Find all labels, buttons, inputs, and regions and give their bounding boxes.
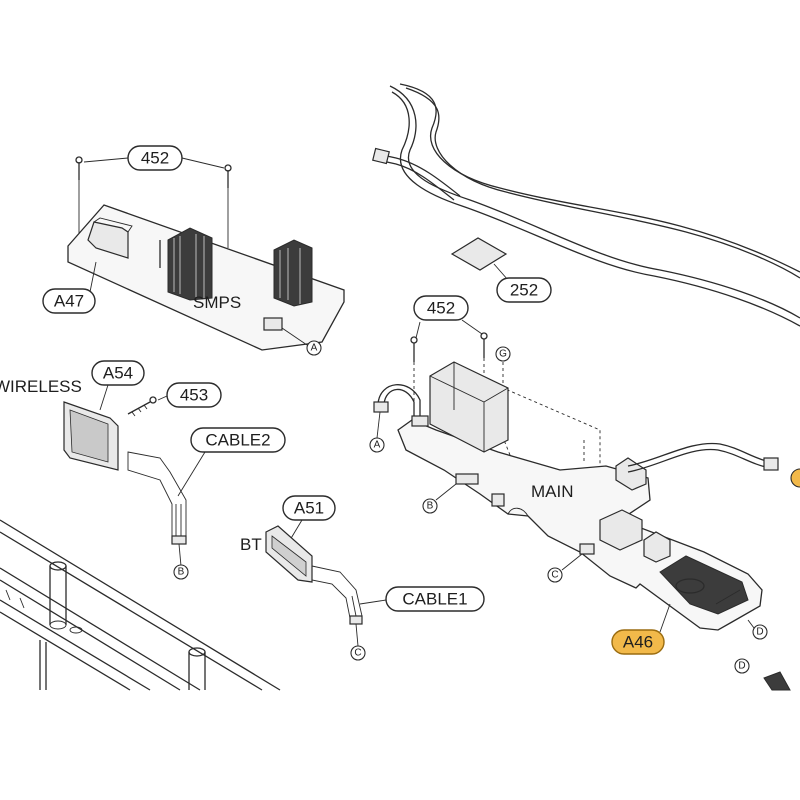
leader-line [355, 623, 359, 647]
frame-post [188, 647, 206, 690]
leader-line [659, 603, 671, 633]
external-plug [763, 671, 791, 691]
leader-line [461, 319, 483, 335]
callout-a54-text: A54 [103, 364, 133, 383]
pad-252: 252 [450, 237, 552, 303]
heatsink-left [167, 227, 213, 301]
connector-main-d1-marker [752, 624, 768, 640]
callout-453-text: 453 [180, 386, 208, 405]
leader-line [89, 261, 97, 293]
callout-452-smps-text: 452 [141, 149, 169, 168]
callout-cable1-text: CABLE1 [402, 590, 467, 609]
leader-line [99, 384, 109, 411]
cable1-plug [349, 615, 363, 625]
offscreen-marker [790, 468, 800, 488]
main-connector-b [455, 473, 479, 485]
main-chip-small [643, 531, 671, 563]
connector-a-marker [306, 340, 322, 356]
main-connector-c [579, 543, 595, 555]
wireless-label: WIRELESS [0, 377, 82, 396]
leader-line [493, 263, 509, 281]
bt-label: BT [240, 535, 262, 554]
leader-line [376, 411, 381, 439]
leader-line [281, 327, 308, 346]
screw-icon [127, 396, 157, 417]
main-label: MAIN [531, 482, 574, 501]
main-assembly: 452 G A B C [369, 295, 800, 691]
connector-main-b-marker [422, 498, 438, 514]
bt-assembly: A51 BT CABLE1 C [240, 495, 485, 661]
leader-line [435, 483, 457, 501]
connector-main-a-text: A [374, 440, 381, 451]
smps-assembly: 452 A47 SMPS A [42, 145, 345, 356]
screw-icon [480, 332, 488, 358]
wire-harness [372, 83, 800, 327]
smps-label: SMPS [193, 293, 241, 312]
connector-main-d2-marker [734, 658, 750, 674]
main-module-hole [675, 578, 705, 594]
frame-hole [69, 626, 83, 634]
connector-main-b-text: B [427, 501, 434, 512]
connector-main-c-marker [547, 567, 563, 583]
callout-cable2 [190, 427, 286, 453]
connector-b-text: B [178, 567, 185, 578]
main-cable-plug-a [373, 401, 389, 413]
main-connector-top [615, 457, 647, 491]
connector-main-c-text: C [551, 570, 558, 581]
smps-connector [263, 317, 283, 331]
callout-452-smps [127, 145, 183, 171]
connector-main-d2-text: D [738, 661, 745, 672]
callout-453 [166, 382, 222, 408]
connector-c-marker [350, 645, 366, 661]
callout-a47 [42, 288, 96, 314]
wire-terminal [372, 147, 390, 165]
connector-g-text: G [499, 349, 507, 360]
main-small-component [491, 493, 505, 507]
leader-line [415, 321, 421, 339]
leader-line [289, 519, 303, 541]
leader-line [561, 553, 583, 571]
callout-252-text: 252 [510, 281, 538, 300]
connector-main-a-marker [369, 437, 385, 453]
connector-c-text: C [354, 648, 361, 659]
callout-cable2-text: CABLE2 [205, 431, 270, 450]
callout-452-main-text: 452 [427, 299, 455, 318]
cable2-ribbon [127, 451, 187, 537]
connector-b-marker [173, 564, 189, 580]
chassis-frame [0, 519, 281, 691]
connector-main-d1-text: D [756, 627, 763, 638]
cable2-plug [171, 535, 187, 545]
callout-a47-text: A47 [54, 292, 84, 311]
screw-icon [224, 164, 232, 188]
leader-line [181, 157, 225, 169]
main-chip [599, 509, 643, 551]
connector-g-marker [495, 346, 511, 362]
callout-452-main [413, 295, 469, 321]
callout-a46 [611, 629, 665, 655]
leader-line [359, 599, 387, 605]
connector-a-text: A [311, 343, 318, 354]
wireless-assembly: WIRELESS A54 453 CABLE2 B [0, 360, 286, 580]
callout-a46-text: A46 [623, 633, 653, 652]
leader-line [177, 451, 206, 497]
callout-a51 [282, 495, 336, 521]
callout-a54 [91, 360, 145, 386]
callout-252 [496, 277, 552, 303]
leader-line [747, 619, 755, 629]
callout-a51-text: A51 [294, 499, 324, 518]
leader-line [83, 157, 129, 163]
callout-cable1 [385, 586, 485, 612]
screw-icon [410, 336, 418, 362]
leader-line [178, 543, 182, 567]
frame-post [49, 561, 67, 630]
heatsink-right [273, 239, 313, 307]
main-cable-plug-d [763, 457, 779, 471]
main-connector-socket [411, 415, 429, 427]
leader-line [157, 395, 168, 401]
screw-icon [75, 156, 83, 180]
